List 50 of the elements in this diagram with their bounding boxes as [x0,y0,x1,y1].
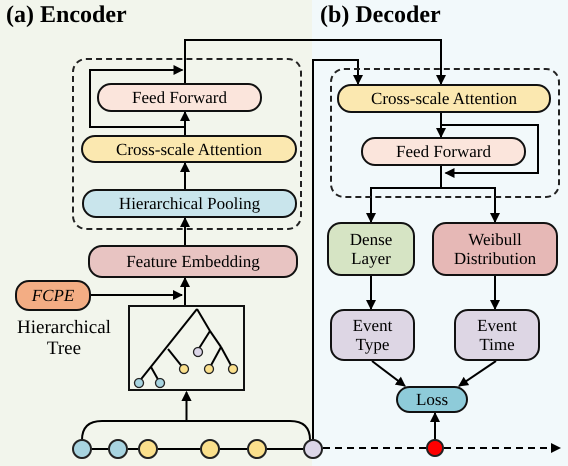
arrow [91,290,183,300]
rounded-box [396,386,468,413]
connector-line [267,448,303,450]
rounded-box [361,137,526,166]
arrow [371,360,406,387]
dashed-group-box [72,58,302,230]
arrow [89,65,186,135]
connector-line [128,448,138,450]
rounded-box [337,84,551,113]
box-label: Hierarchical Pooling [118,194,260,213]
tree-caption: Hierarchical Tree [16,317,112,359]
panel-title: (a) Encoder [6,2,127,29]
connector-line [158,448,200,450]
connector-line [220,448,247,450]
rounded-box [97,83,262,112]
arrow [184,39,446,85]
box-label: Feed Forward [396,142,491,161]
rounded-box [15,280,91,311]
arrow [458,360,497,387]
rounded-box [81,135,297,163]
panel-title: (b) Decoder [320,2,441,29]
box-label: Feature Embedding [126,252,260,271]
box-label: FCPE [32,286,74,305]
arrow [430,412,440,439]
rounded-box [88,245,298,278]
rounded-box [432,222,558,276]
rounded-box [82,189,297,218]
arrow [366,276,376,310]
rounded-box [330,309,415,361]
arrow [490,276,500,310]
box-label: Dense Layer [348,230,394,268]
box-label: Event Type [352,316,394,354]
rounded-box [327,222,415,276]
dashed-group-box [330,68,560,198]
arrow [182,391,311,440]
box-label: Feed Forward [132,88,227,107]
box-label: Cross-scale Attention [371,89,517,108]
arrow [180,162,190,189]
arrow [312,59,363,439]
arrow [180,277,190,305]
box-label: Weibull Distribution [452,230,538,268]
arrow [180,217,190,245]
box-label: Event Time [476,316,518,354]
arrow [440,113,539,178]
arrow [444,443,561,453]
box-label: Cross-scale Attention [116,140,262,158]
box-label: Loss [416,390,448,409]
rounded-box [454,309,540,361]
connector-line [323,447,426,449]
connector-line [92,448,108,450]
